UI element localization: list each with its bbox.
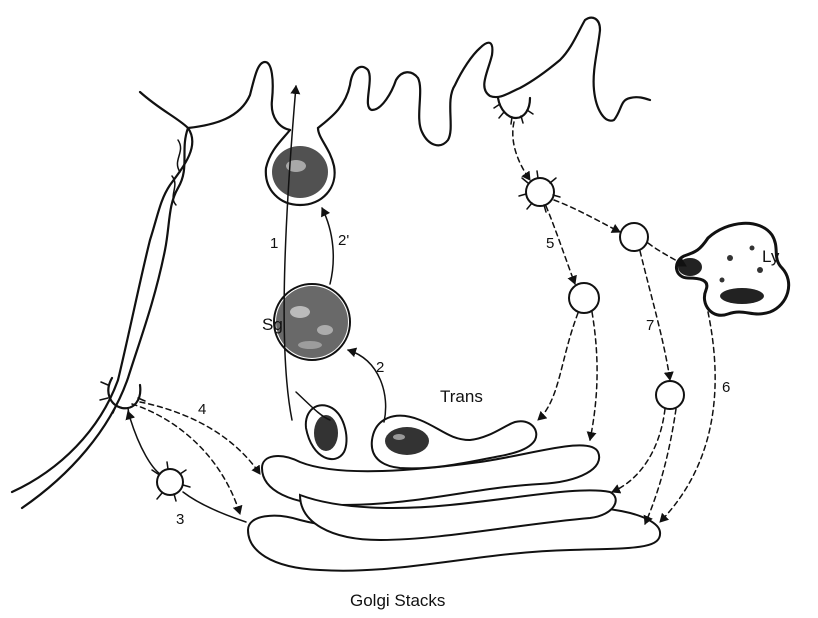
pathway-7-arrow-a — [640, 251, 670, 380]
coated-pit-basolateral — [100, 378, 145, 415]
pathway-7-arrow-b — [612, 409, 665, 492]
endosomal-vesicle-lower — [656, 381, 684, 409]
pathway-2prime-arrow — [322, 208, 333, 284]
label-golgi-stacks: Golgi Stacks — [350, 591, 445, 610]
pathway-endocytosis-arrow — [513, 122, 530, 180]
pathway-number-2: 2 — [376, 359, 384, 376]
label-sg: Sg — [262, 315, 283, 334]
lysosome — [676, 223, 788, 315]
pathway-3-arrow-up — [130, 418, 160, 474]
coated-pit-apical — [494, 98, 533, 124]
label-ly: Ly — [762, 247, 780, 266]
pathway-number-6: 6 — [722, 379, 730, 396]
label-trans: Trans — [440, 387, 483, 406]
pathway-number-7: 7 — [646, 317, 654, 334]
golgi-stacks — [248, 405, 660, 570]
endosomal-vesicle-middle — [569, 283, 599, 313]
pathway-number-5: 5 — [546, 235, 554, 252]
pathway-number-1: 1 — [270, 235, 278, 252]
coated-vesicle-basolateral — [152, 462, 190, 501]
granule-exocytosis — [266, 128, 335, 205]
endosomal-vesicle-upper — [620, 223, 648, 251]
pathway-6-arrow — [660, 312, 715, 522]
pathway-number-2prime: 2' — [338, 232, 349, 249]
pathway-7-arrow-c — [645, 409, 676, 524]
solid-pathways — [130, 86, 386, 522]
coated-vesicle-apical — [519, 171, 560, 212]
pathway-5-arrow-c — [590, 312, 597, 440]
pathway-number-3: 3 — [176, 511, 184, 528]
pathway-5-arrow-b — [538, 313, 578, 420]
pathway-number-4: 4 — [198, 401, 206, 418]
